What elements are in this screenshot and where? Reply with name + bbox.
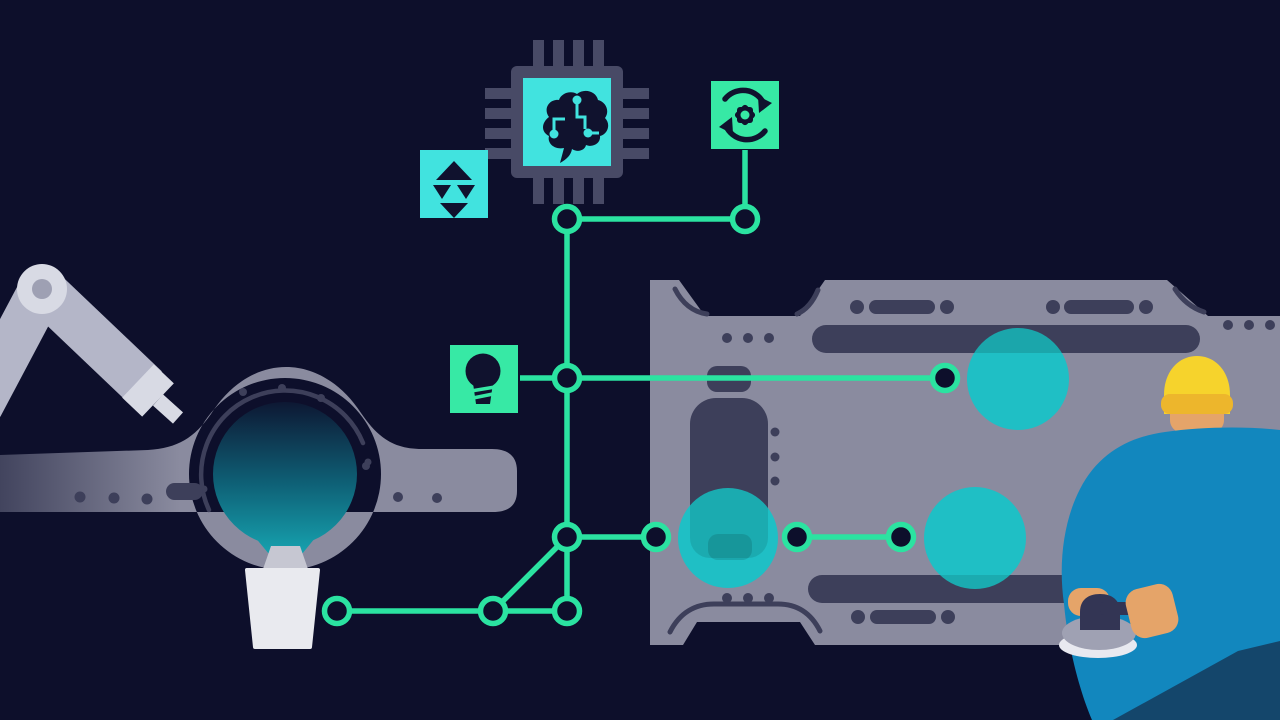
- process-cycle-gear-icon: [711, 81, 779, 149]
- worker-right-hand: [1125, 583, 1179, 639]
- connector-node: [885, 521, 917, 553]
- crucible-cup: [245, 568, 320, 649]
- connector-network: [321, 150, 961, 627]
- crucible-neck: [262, 546, 309, 572]
- inspection-circle-top: [967, 328, 1069, 430]
- inspection-circles: [678, 328, 1069, 589]
- idea-lightbulb-icon: [450, 345, 518, 413]
- arm-nozzle: [152, 394, 184, 424]
- circuit-brain-icon: [543, 90, 609, 163]
- cycle-gear-icon: [719, 87, 772, 143]
- connector-node: [551, 362, 583, 394]
- connector-node: [551, 521, 583, 553]
- connector-node: [321, 595, 353, 627]
- panel-accent-strokes: [667, 286, 1207, 635]
- connector-node: [477, 595, 509, 627]
- worker: [1059, 356, 1280, 720]
- connector-line: [491, 535, 569, 613]
- connector-node: [781, 521, 813, 553]
- inspection-circle-left-shade: [690, 488, 768, 560]
- arm-joint-pin: [32, 279, 52, 299]
- connector-node: [929, 362, 961, 394]
- inspection-circle-left: [678, 488, 778, 588]
- ai-chip-icon: [485, 40, 649, 204]
- lightbulb-icon: [465, 353, 501, 404]
- connector-node: [551, 203, 583, 235]
- hard-hat-brim: [1161, 394, 1233, 414]
- molten-metal-pour: [213, 402, 357, 649]
- robotic-arm: [0, 264, 184, 424]
- chip-pins: [485, 40, 649, 204]
- worker-torso-shadow: [1113, 641, 1280, 720]
- arm-tip-band: [122, 364, 174, 417]
- diamond-icon: [433, 161, 475, 218]
- housing-arc-accent: [198, 388, 366, 513]
- molten-stream: [224, 500, 346, 562]
- connector-node: [551, 595, 583, 627]
- inspection-circle-right: [924, 487, 1026, 589]
- material-diamond-icon: [420, 150, 488, 218]
- connector-node: [640, 521, 672, 553]
- housing-rivets: [74, 384, 442, 505]
- connector-node: [729, 203, 761, 235]
